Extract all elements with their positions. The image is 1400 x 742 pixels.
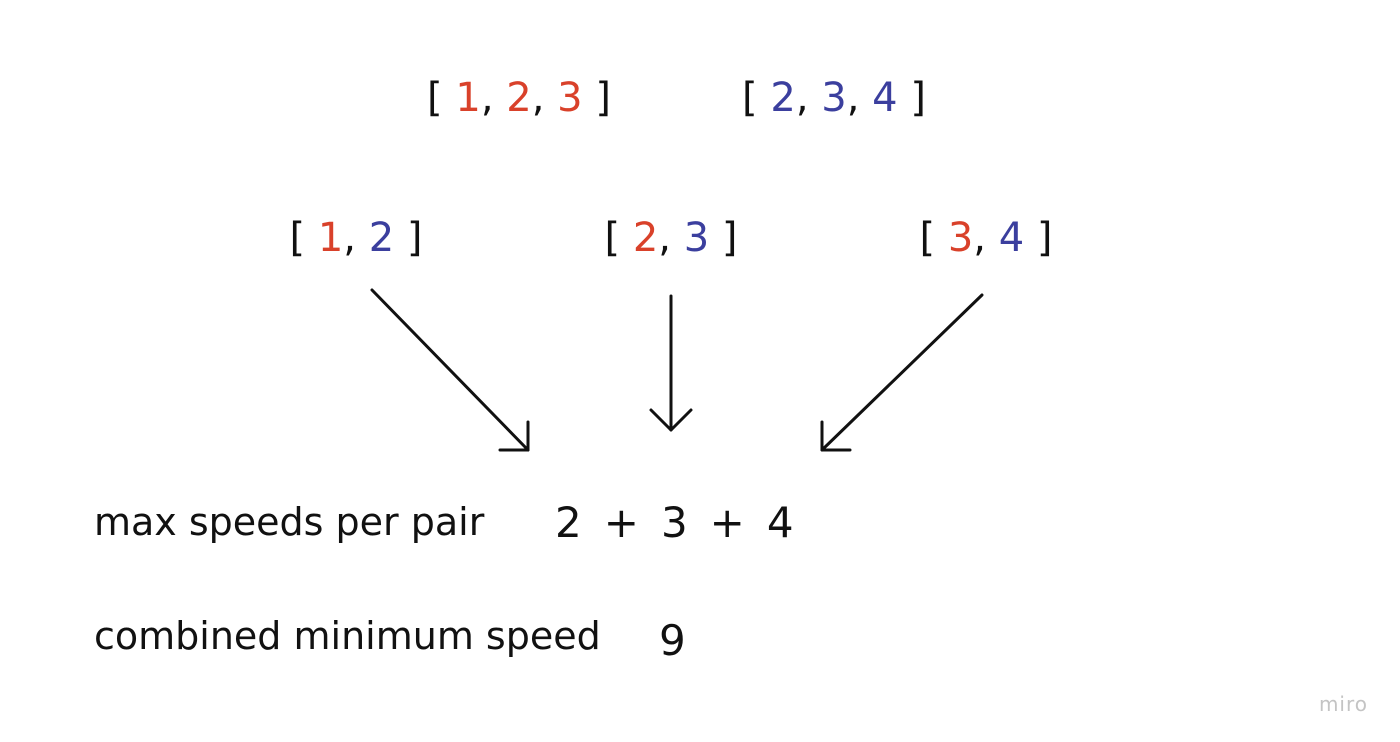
second-array: [ 2, 3, 4 ] [742,75,926,121]
left-arrow [370,288,530,452]
pair-first-value: 3 [947,215,974,261]
pair-1: [ 1, 2 ] [289,215,423,261]
max-speed-value: 4 [766,498,794,547]
combined-minimum-speed-label: combined minimum speed [94,614,601,658]
max-speeds-label: max speeds per pair [94,500,485,544]
max-speed-value: 3 [660,498,688,547]
pair-second-value: 3 [683,215,710,261]
first-array-item: 3 [557,75,583,121]
pair-first-value: 1 [317,215,344,261]
pair-first-value: 2 [632,215,659,261]
first-array: [ 1, 2, 3 ] [427,75,611,121]
pair-3: [ 3, 4 ] [919,215,1053,261]
pair-second-value: 2 [368,215,395,261]
second-array-item: 3 [821,75,847,121]
right-arrow [820,293,984,452]
middle-arrow [649,294,693,432]
pair-2: [ 2, 3 ] [604,215,738,261]
plus-sign: + [709,498,745,547]
pair-second-value: 4 [998,215,1025,261]
second-array-item: 4 [872,75,898,121]
max-speed-value: 2 [555,498,582,547]
combined-minimum-speed-value: 9 [659,616,686,665]
plus-sign: + [603,498,639,547]
miro-watermark: miro [1318,692,1368,716]
max-speeds-sum: 2+3+4 [555,502,794,544]
second-array-item: 2 [770,75,796,121]
first-array-item: 2 [506,75,532,121]
first-array-item: 1 [455,75,481,121]
